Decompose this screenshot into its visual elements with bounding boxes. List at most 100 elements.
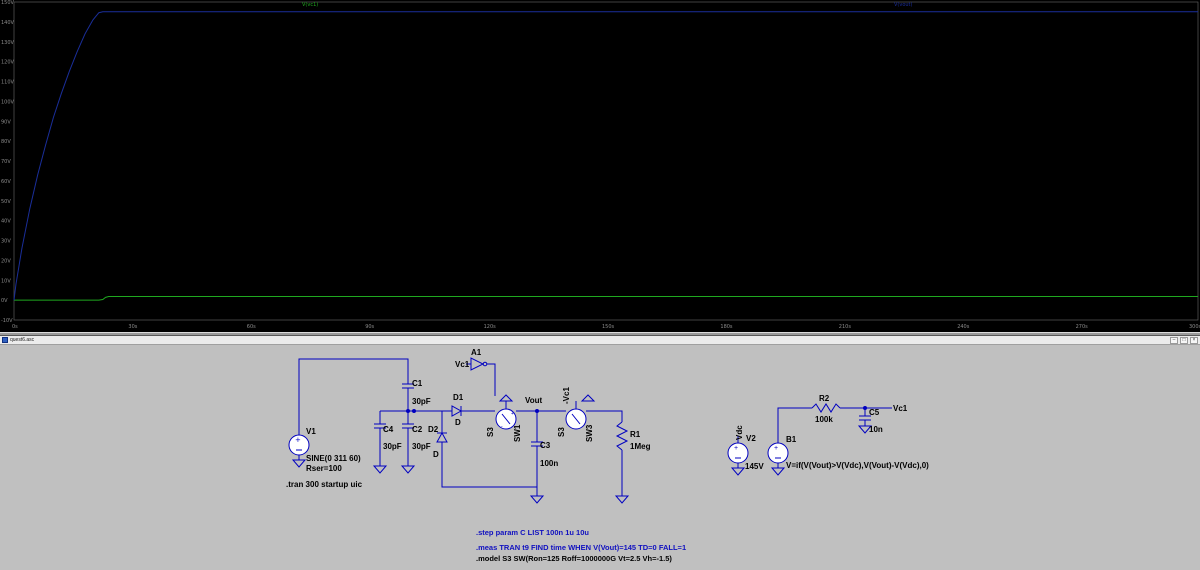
d2-model-label: D bbox=[433, 450, 439, 459]
sw1-label: SW1 bbox=[513, 424, 522, 442]
y-tick-label: 50V bbox=[1, 199, 11, 205]
trace-vout[interactable] bbox=[13, 11, 1198, 301]
x-tick-label: 210s bbox=[839, 324, 852, 330]
c4-value-label: 30pF bbox=[383, 442, 402, 451]
svg-text:+: + bbox=[774, 445, 778, 452]
a1-label: A1 bbox=[471, 348, 482, 357]
d1-diode[interactable] bbox=[451, 405, 463, 417]
c5-value-label: 10n bbox=[869, 425, 883, 434]
y-tick-label: 140V bbox=[1, 20, 15, 26]
x-tick-label: 60s bbox=[247, 324, 256, 330]
y-axis: -10V0V10V20V30V40V50V60V70V80V90V100V110… bbox=[1, 0, 15, 324]
y-tick-label: 70V bbox=[1, 159, 11, 165]
y-tick-label: 30V bbox=[1, 239, 11, 245]
d2-label: D2 bbox=[428, 425, 439, 434]
wire-v1-c1 bbox=[298, 358, 409, 435]
vdc-net-label: Vdc bbox=[735, 425, 744, 440]
minimize-button[interactable]: – bbox=[1170, 337, 1178, 344]
ground-symbol-c5 bbox=[857, 425, 873, 434]
r2-resistor[interactable] bbox=[811, 403, 841, 413]
c3-value-label: 100n bbox=[540, 459, 558, 468]
vc1-net-label: Vc1 bbox=[893, 404, 908, 413]
x-tick-label: 240s bbox=[957, 324, 970, 330]
sw3-model-label: S3 bbox=[557, 427, 566, 437]
y-tick-label: 150V bbox=[1, 0, 15, 6]
sw3-switch[interactable] bbox=[565, 408, 587, 430]
sw3-label: SW3 bbox=[585, 424, 594, 442]
plot-traces bbox=[13, 11, 1198, 301]
x-tick-label: 120s bbox=[484, 324, 497, 330]
wire-b1-r2 bbox=[777, 407, 812, 443]
wire-d2-bottom bbox=[441, 442, 537, 488]
r2-value-label: 100k bbox=[815, 415, 833, 424]
b1-behavioral-source[interactable]: + bbox=[767, 442, 789, 464]
sw3-ctrl-net-label: -Vc1 bbox=[562, 387, 571, 404]
r2-label: R2 bbox=[819, 394, 830, 403]
y-tick-label: 90V bbox=[1, 119, 11, 125]
d2-diode[interactable] bbox=[436, 431, 448, 443]
trace-label-vout[interactable]: V(vout) bbox=[894, 2, 913, 8]
y-tick-label: -10V bbox=[1, 318, 13, 324]
v1-label: V1 bbox=[306, 427, 316, 436]
tran-directive[interactable]: .tran 300 startup uic bbox=[286, 480, 363, 489]
vout-net-label: Vout bbox=[525, 396, 543, 405]
r1-resistor[interactable] bbox=[615, 421, 629, 451]
x-tick-label: 90s bbox=[365, 324, 374, 330]
x-tick-label: 150s bbox=[602, 324, 615, 330]
trace-label-vc1[interactable]: V(vc1) bbox=[302, 2, 318, 8]
b1-expression-label: V=if(V(Vout)>V(Vdc),V(Vout)-V(Vdc),0) bbox=[786, 461, 929, 470]
schematic-titlebar[interactable]: quest6.asc – □ × bbox=[0, 336, 1200, 345]
close-button[interactable]: × bbox=[1190, 337, 1198, 344]
c2-label: C2 bbox=[412, 425, 423, 434]
y-tick-label: 20V bbox=[1, 258, 11, 264]
model-directive[interactable]: .model S3 SW(Ron=125 Roff=1000000G Vt=2.… bbox=[476, 554, 672, 563]
svg-text:+: + bbox=[295, 436, 301, 444]
y-tick-label: 60V bbox=[1, 179, 11, 185]
d1-label: D1 bbox=[453, 393, 464, 402]
ground-symbol-sw3 bbox=[580, 394, 596, 402]
schematic-canvas[interactable]: + bbox=[0, 345, 1200, 570]
schematic-title: quest6.asc bbox=[10, 337, 35, 343]
c2-value-label: 30pF bbox=[412, 442, 431, 451]
sw1-model-label: S3 bbox=[486, 427, 495, 437]
pane-splitter[interactable] bbox=[0, 332, 1200, 336]
wire-a1-sw1 bbox=[487, 363, 496, 396]
a1-inverter[interactable] bbox=[470, 357, 488, 371]
svg-text:-: - bbox=[501, 424, 503, 430]
c3-label: C3 bbox=[540, 441, 551, 450]
c5-label: C5 bbox=[869, 408, 880, 417]
plot-frame bbox=[13, 1, 1199, 321]
v2-voltage-source[interactable]: + bbox=[727, 442, 749, 464]
b1-label: B1 bbox=[786, 435, 797, 444]
ground-symbol-v1 bbox=[291, 459, 307, 468]
x-tick-label: 30s bbox=[128, 324, 137, 330]
c4-label: C4 bbox=[383, 425, 394, 434]
schematic-window: quest6.asc – □ × + bbox=[0, 336, 1200, 570]
r1-value-label: 1Meg bbox=[630, 442, 651, 451]
meas-directive[interactable]: .meas TRAN t9 FIND time WHEN V(Vout)=145… bbox=[476, 543, 686, 552]
y-tick-label: 40V bbox=[1, 219, 11, 225]
sw1-switch[interactable]: + - bbox=[495, 408, 517, 430]
v1-voltage-source[interactable]: + bbox=[288, 434, 310, 456]
svg-text:+: + bbox=[511, 411, 514, 417]
v2-label: V2 bbox=[746, 434, 756, 443]
y-tick-label: 0V bbox=[1, 298, 8, 304]
ground-symbol-c4 bbox=[372, 465, 388, 474]
v2-value-label: 145V bbox=[745, 462, 764, 471]
ground-symbol-c3 bbox=[529, 495, 545, 504]
y-tick-label: 110V bbox=[1, 80, 15, 86]
r1-label: R1 bbox=[630, 430, 641, 439]
v1-value-label: SINE(0 311 60) bbox=[306, 454, 361, 463]
trace-vc1[interactable] bbox=[14, 296, 1198, 301]
x-tick-label: 180s bbox=[720, 324, 733, 330]
step-directive[interactable]: .step param C LIST 100n 1u 10u bbox=[476, 528, 589, 537]
waveform-plot[interactable]: -10V0V10V20V30V40V50V60V70V80V90V100V110… bbox=[0, 0, 1200, 332]
d1-model-label: D bbox=[455, 418, 461, 427]
maximize-button[interactable]: □ bbox=[1180, 337, 1188, 344]
c1-value-label: 30pF bbox=[412, 397, 431, 406]
wire-sw3-r1 bbox=[586, 410, 623, 422]
y-tick-label: 130V bbox=[1, 40, 15, 46]
